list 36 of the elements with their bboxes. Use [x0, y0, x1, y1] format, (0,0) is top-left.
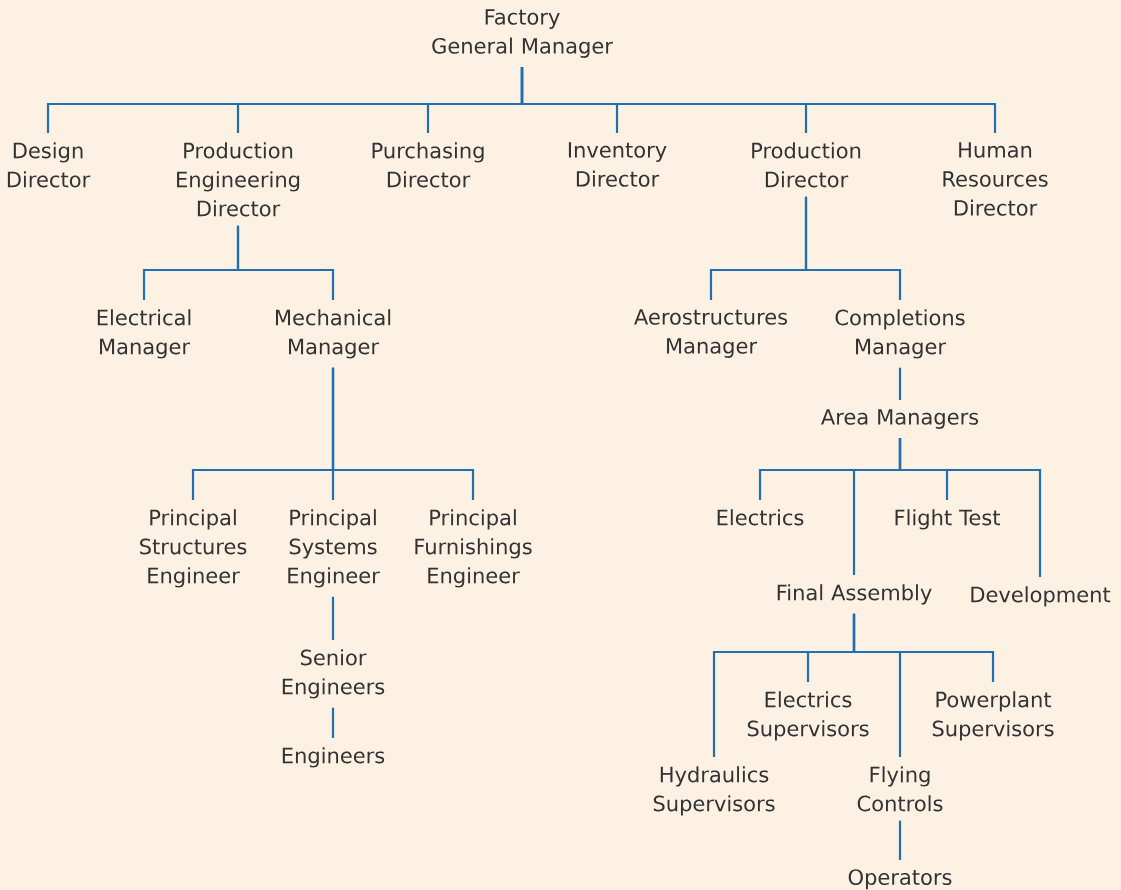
position-label: Operators	[848, 869, 952, 890]
position-label: Electrical Manager	[97, 309, 191, 359]
position-label: Principal Furnishings Engineer	[415, 509, 532, 588]
position-label: Completions Manager	[835, 309, 965, 359]
position-label: Senior Engineers	[282, 649, 385, 699]
position-label: Electrics Supervisors	[747, 691, 869, 741]
position-label: Factory General Manager	[432, 9, 613, 58]
position-label: Mechanical Manager	[276, 309, 391, 359]
position-label: Principal Structures Engineer	[140, 509, 247, 588]
connector-line	[898, 820, 902, 860]
connector-line	[898, 438, 1042, 577]
position-label: Powerplant Supervisors	[932, 691, 1054, 741]
position-label: Principal Systems Engineer	[288, 509, 380, 588]
position-label: Aerostructures Manager	[634, 309, 788, 358]
position-label: Production Director	[752, 142, 861, 188]
connector-line	[520, 67, 997, 133]
connector-line	[852, 613, 995, 682]
position-label: Electrics	[717, 509, 804, 526]
position-label: Human Resources Director	[943, 142, 1048, 216]
connector-line	[236, 225, 335, 300]
connector-line	[331, 596, 335, 640]
connector-line	[331, 707, 335, 738]
connector-line	[898, 367, 902, 400]
position-label: Final Assembly	[777, 584, 932, 605]
position-label: Flying Controls	[857, 766, 943, 812]
connector-line	[331, 367, 475, 500]
connector-line	[804, 196, 902, 300]
position-label: Area Managers	[821, 409, 979, 429]
position-label: Engineers	[282, 747, 385, 768]
position-label: Purchasing Director	[372, 142, 484, 188]
position-label: Inventory Director	[568, 142, 667, 187]
position-label: Production Engineering Director	[177, 142, 300, 217]
position-label: Hydraulics Supervisors	[653, 766, 775, 816]
position-label: Development	[971, 586, 1111, 607]
position-label: Design Director	[7, 142, 91, 188]
position-label: Flight Test	[895, 509, 1000, 530]
